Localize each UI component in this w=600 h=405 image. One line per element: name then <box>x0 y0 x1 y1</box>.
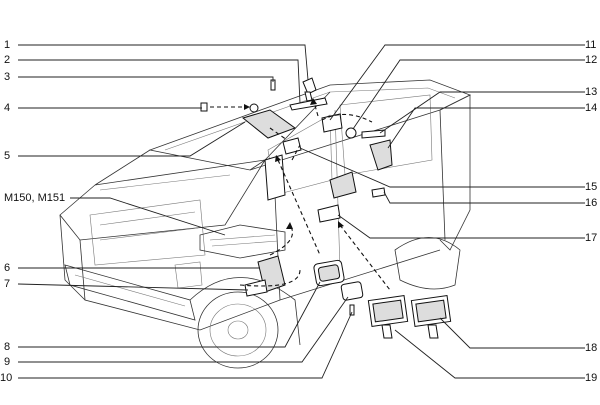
mirror-mount-part <box>321 113 393 171</box>
leader-lines <box>17 44 585 379</box>
callout-11: 11 <box>585 39 597 51</box>
callout-17: 17 <box>585 232 598 244</box>
callout-10: 10 <box>0 372 13 384</box>
callout-12: 12 <box>585 54 598 66</box>
callout-2: 2 <box>4 54 11 66</box>
side-panel-part <box>264 154 286 201</box>
side-mirror-18 <box>410 295 452 339</box>
callout-16: 16 <box>585 197 598 209</box>
callout-7: 7 <box>4 278 11 290</box>
callout-19: 19 <box>585 372 598 384</box>
callout-9: 9 <box>4 356 11 368</box>
lamp-lens-part <box>313 259 345 287</box>
model-callout: M150, M151 <box>4 192 66 204</box>
callout-3: 3 <box>4 71 11 83</box>
door-mount-part <box>317 204 341 223</box>
callout-8: 8 <box>4 341 11 353</box>
callout-4: 4 <box>4 102 11 114</box>
callout-5: 5 <box>4 150 11 162</box>
callout-15: 15 <box>585 181 598 193</box>
screw-part-10 <box>349 304 355 316</box>
callout-13: 13 <box>585 86 598 98</box>
assembly-arrows <box>210 98 391 291</box>
clip-part <box>282 137 302 155</box>
side-mirror-19 <box>367 295 409 339</box>
interior-mirror-part <box>329 171 386 199</box>
callout-14: 14 <box>585 102 598 114</box>
callout-6: 6 <box>4 262 11 274</box>
screw-part-4 <box>200 102 259 113</box>
callout-18: 18 <box>585 342 598 354</box>
small-lens-part <box>340 281 364 301</box>
bracket-part <box>289 77 328 111</box>
callout-1: 1 <box>4 39 11 51</box>
vehicle-outline <box>59 79 471 369</box>
sun-visor-part <box>241 109 297 139</box>
bracket-part-7 <box>244 279 268 297</box>
